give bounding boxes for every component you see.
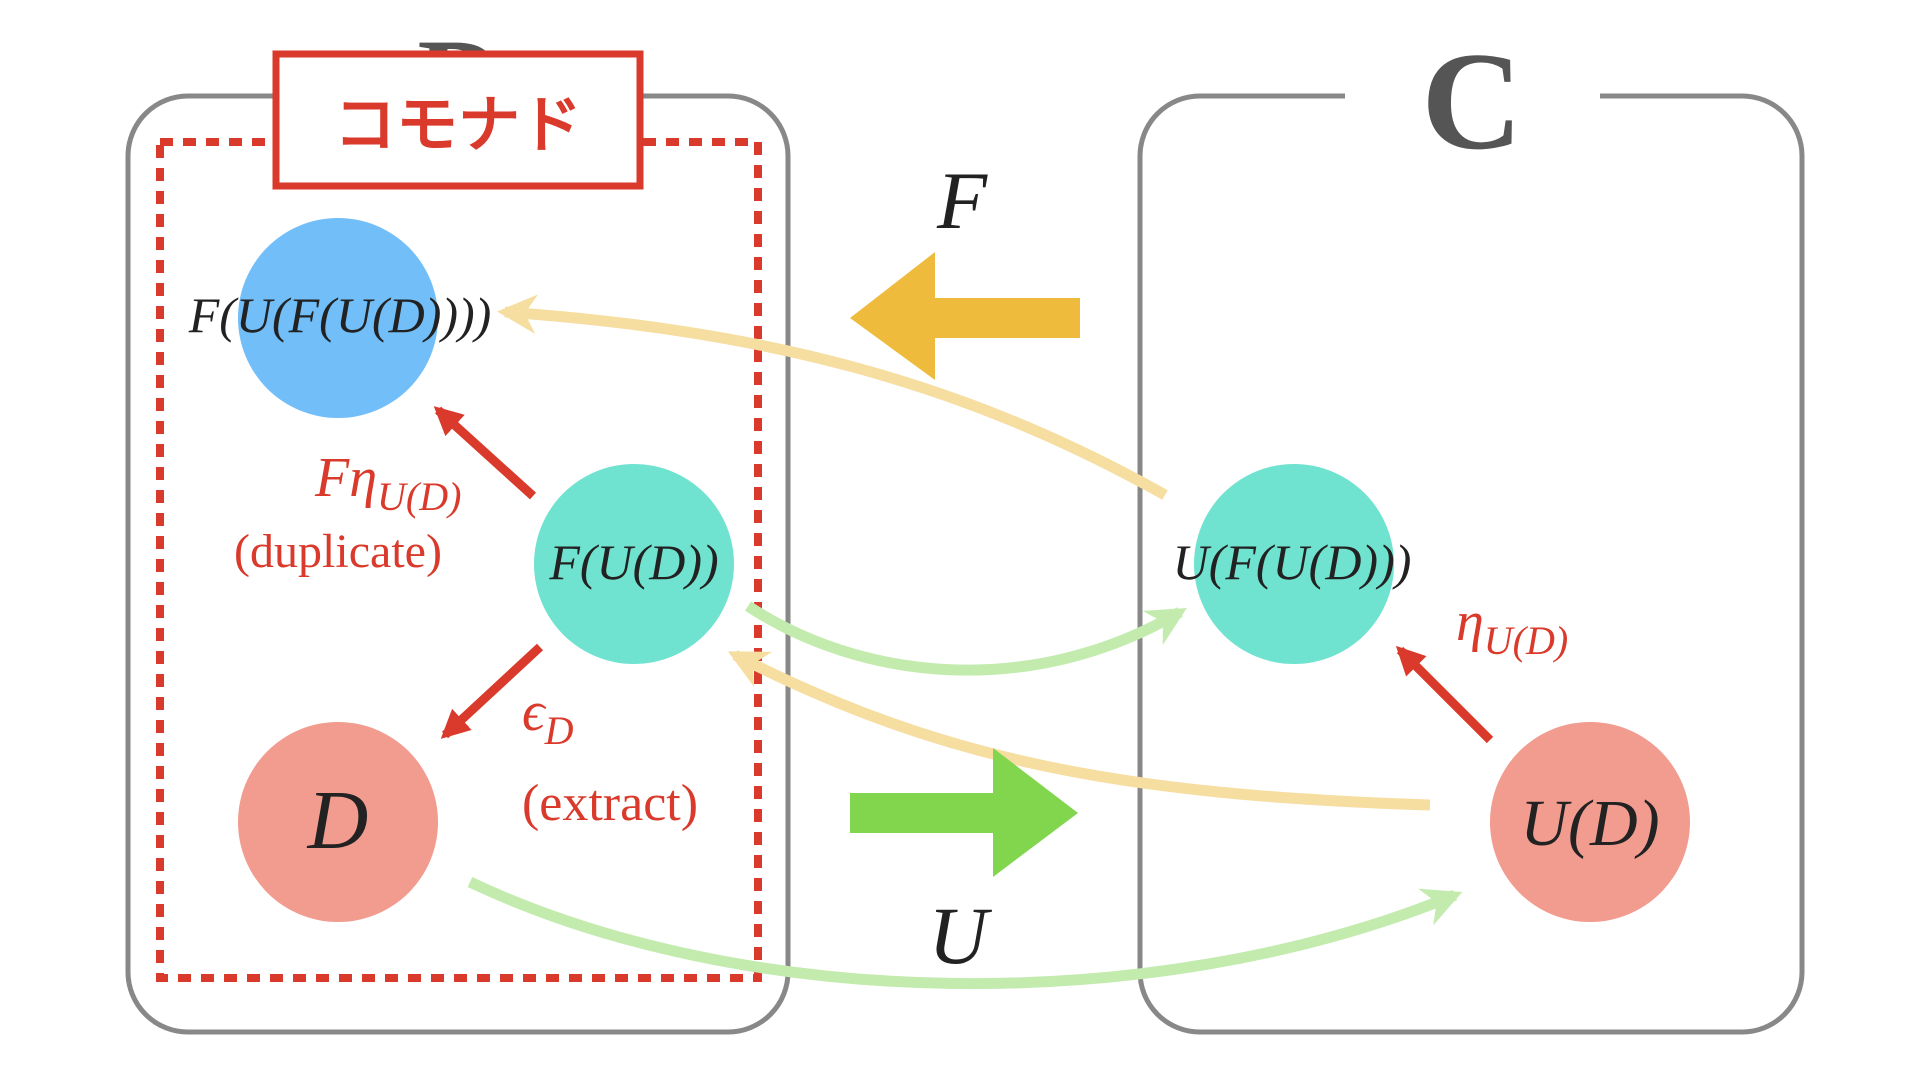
curve-f-ufud-to-fufud bbox=[497, 294, 1168, 500]
comonad-region: コモナド bbox=[156, 50, 762, 982]
f-arrow-icon bbox=[850, 252, 1080, 380]
functor-u-label: U bbox=[928, 890, 992, 981]
node-ufud-circle bbox=[1194, 464, 1394, 664]
comonad-label-box bbox=[272, 50, 644, 190]
extract-symbol-label: ϵD bbox=[522, 681, 574, 753]
unit-symbol-label: ηU(D) bbox=[1456, 591, 1568, 663]
duplicate-symbol: Fη bbox=[314, 447, 377, 509]
u-arrow-icon bbox=[850, 748, 1078, 877]
node-ud-circle bbox=[1490, 722, 1690, 922]
node-fud-label: F(U(D)) bbox=[548, 534, 718, 590]
duplicate-symbol-label: FηU(D) bbox=[314, 447, 461, 519]
unit-label: ηU(D) bbox=[1456, 591, 1568, 663]
functor-curves bbox=[467, 294, 1463, 990]
extract-name: (extract) bbox=[522, 775, 698, 832]
curve-u-fud-to-ufud bbox=[744, 601, 1187, 676]
unit-arrow bbox=[1395, 645, 1494, 744]
curve-f-ud-to-fud bbox=[727, 650, 1431, 811]
functor-f-arrow: F bbox=[850, 155, 1080, 380]
functor-u-arrow: U bbox=[850, 748, 1078, 981]
extract-subscript: D bbox=[544, 708, 574, 753]
node-fud: F(U(D)) bbox=[534, 464, 734, 664]
duplicate-name: (duplicate) bbox=[234, 525, 442, 578]
extract-arrow bbox=[440, 643, 544, 739]
node-ufud-label: U(F(U(D))) bbox=[1173, 534, 1412, 590]
node-ud: U(D) bbox=[1490, 722, 1690, 922]
category-c-title-gap bbox=[1345, 80, 1600, 120]
functor-f-label: F bbox=[936, 155, 988, 246]
comonad-label: コモナド bbox=[334, 88, 582, 161]
node-fud-circle bbox=[534, 464, 734, 664]
extract-symbol: ϵ bbox=[522, 681, 547, 743]
node-ud-label: U(D) bbox=[1520, 787, 1659, 860]
node-d: D bbox=[238, 722, 438, 922]
curve-u-d-to-ud bbox=[467, 877, 1463, 990]
extract-label: ϵD (extract) bbox=[522, 681, 698, 832]
morphism-arrows bbox=[433, 406, 1494, 744]
duplicate-arrow bbox=[433, 406, 537, 500]
node-d-circle bbox=[238, 722, 438, 922]
node-ufud: U(F(U(D))) bbox=[1173, 464, 1412, 664]
category-c: C bbox=[1137, 24, 1805, 1035]
category-c-title: C bbox=[1421, 24, 1522, 179]
node-fufud: F(U(F(U(D)))) bbox=[188, 218, 492, 418]
node-d-label: D bbox=[307, 774, 369, 867]
node-fufud-label: F(U(F(U(D)))) bbox=[188, 287, 492, 343]
duplicate-subscript: U(D) bbox=[377, 474, 461, 519]
unit-subscript: U(D) bbox=[1484, 618, 1568, 663]
node-fufud-circle bbox=[238, 218, 438, 418]
duplicate-label: FηU(D) (duplicate) bbox=[234, 447, 461, 578]
unit-symbol: η bbox=[1456, 591, 1484, 653]
